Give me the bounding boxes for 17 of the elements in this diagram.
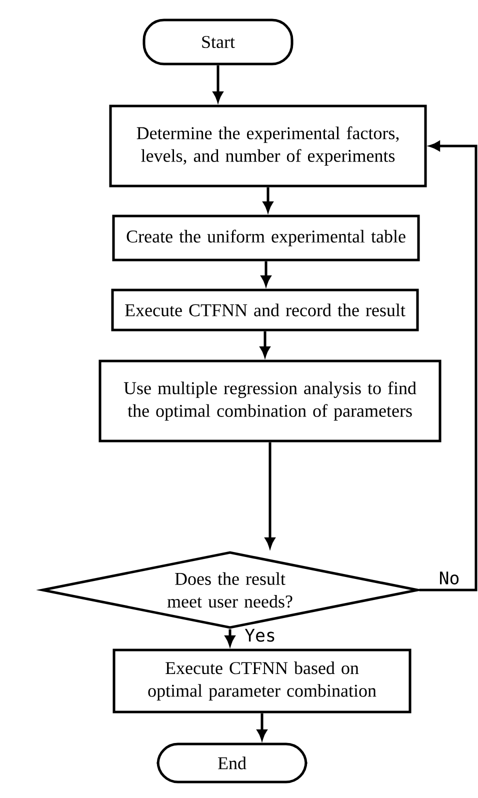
process-box: Use multiple regression analysis to find the optimal combination of parameters bbox=[98, 360, 442, 442]
arrow bbox=[213, 65, 223, 102]
process-box: Create the uniform experimental table bbox=[112, 214, 420, 262]
arrow bbox=[261, 261, 271, 286]
arrow bbox=[225, 629, 235, 646]
process-box: Determine the experimental factors, levels, and number of experiments bbox=[109, 104, 427, 188]
terminal-box: End bbox=[156, 742, 308, 784]
process-box: Execute CTFNN and record the result bbox=[111, 288, 419, 332]
arrow bbox=[260, 331, 270, 357]
arrow bbox=[419, 141, 478, 592]
terminal-box: Start bbox=[142, 18, 294, 66]
arrow bbox=[257, 713, 267, 740]
edge-label: No bbox=[438, 570, 462, 586]
edge-label: Yes bbox=[243, 628, 278, 644]
process-box: Execute CTFNN based on optimal parameter combination bbox=[112, 648, 412, 714]
arrow bbox=[263, 187, 273, 212]
arrow bbox=[265, 442, 275, 548]
